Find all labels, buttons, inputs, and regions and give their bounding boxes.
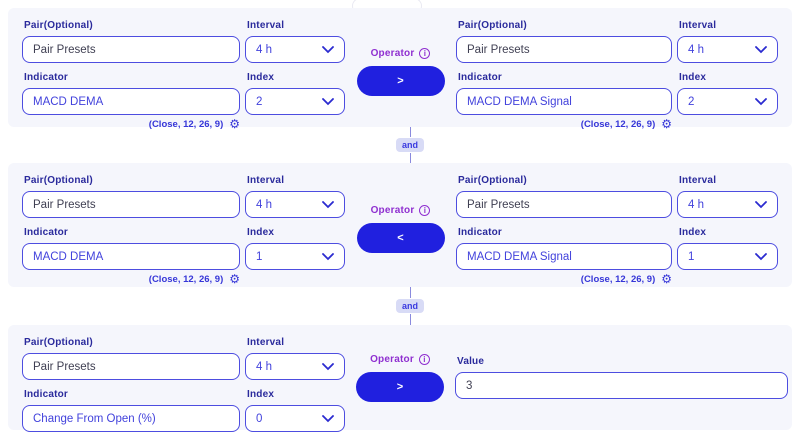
- indicator-params-text: (Close, 12, 26, 9): [580, 118, 656, 130]
- index-label: Index: [679, 72, 707, 83]
- pair-label: Pair(Optional): [24, 337, 93, 348]
- connector-line: [409, 153, 411, 163]
- interval-label: Interval: [679, 20, 717, 31]
- chevron-down-icon: [322, 45, 334, 53]
- pair-label: Pair(Optional): [24, 20, 93, 31]
- pair-label: Pair(Optional): [24, 175, 93, 186]
- left-operand-group: Pair(Optional) Pair Presets Indicator MA…: [8, 163, 345, 287]
- operator-column: Operator i >: [345, 8, 456, 127]
- pair-presets-input[interactable]: Pair Presets: [22, 353, 240, 380]
- index-select[interactable]: 2: [677, 88, 778, 115]
- indicator-input[interactable]: MACD DEMA Signal: [456, 243, 672, 270]
- chevron-down-icon: [322, 252, 334, 260]
- indicator-params: (Close, 12, 26, 9) ⚙: [22, 118, 240, 130]
- and-chip[interactable]: and: [395, 299, 424, 313]
- index-select[interactable]: 2: [245, 88, 345, 115]
- indicator-params-text: (Close, 12, 26, 9): [580, 273, 656, 285]
- chevron-down-icon: [322, 362, 334, 370]
- info-icon[interactable]: i: [419, 205, 431, 216]
- pair-presets-input[interactable]: Pair Presets: [22, 191, 240, 218]
- indicator-params: (Close, 12, 26, 9) ⚙: [456, 273, 672, 285]
- operator-label: Operator i: [371, 47, 431, 59]
- indicator-label: Indicator: [24, 227, 69, 238]
- indicator-label: Indicator: [24, 389, 69, 400]
- indicator-label: Indicator: [24, 72, 69, 83]
- interval-label: Interval: [247, 20, 285, 31]
- indicator-params: (Close, 12, 26, 9) ⚙: [22, 273, 240, 285]
- chevron-down-icon: [755, 252, 767, 260]
- indicator-label: Indicator: [458, 227, 503, 238]
- chevron-down-icon: [322, 200, 334, 208]
- index-label: Index: [679, 227, 707, 238]
- connector-line: [409, 287, 411, 298]
- value-input[interactable]: 3: [455, 372, 788, 399]
- right-operand-group: Pair(Optional) Pair Presets Indicator MA…: [456, 163, 792, 287]
- interval-label: Interval: [679, 175, 717, 186]
- index-label: Index: [247, 72, 275, 83]
- indicator-input[interactable]: Change From Open (%): [22, 405, 240, 432]
- pair-presets-input[interactable]: Pair Presets: [456, 191, 672, 218]
- chevron-down-icon: [755, 45, 767, 53]
- condition-connector: and: [10, 127, 800, 163]
- interval-select[interactable]: 4 h: [245, 353, 345, 380]
- pair-presets-input[interactable]: Pair Presets: [22, 36, 240, 63]
- pair-presets-input[interactable]: Pair Presets: [456, 36, 672, 63]
- and-chip[interactable]: and: [395, 138, 424, 152]
- interval-select[interactable]: 4 h: [245, 191, 345, 218]
- index-select[interactable]: 1: [677, 243, 778, 270]
- chevron-down-icon: [755, 200, 767, 208]
- left-operand-group: Pair(Optional) Pair Presets Indicator Ch…: [8, 325, 345, 432]
- interval-label: Interval: [247, 337, 285, 348]
- index-select[interactable]: 1: [245, 243, 345, 270]
- operator-button[interactable]: >: [356, 65, 445, 96]
- chevron-down-icon: [322, 97, 334, 105]
- indicator-input[interactable]: MACD DEMA Signal: [456, 88, 672, 115]
- condition-row-2: Pair(Optional) Pair Presets Indicator MA…: [8, 163, 792, 287]
- indicator-params-text: (Close, 12, 26, 9): [148, 118, 224, 130]
- value-label: Value: [457, 356, 485, 367]
- gear-icon[interactable]: ⚙: [661, 272, 672, 286]
- operator-column: Operator i <: [345, 163, 456, 287]
- operator-button[interactable]: >: [356, 371, 444, 402]
- info-icon[interactable]: i: [419, 47, 431, 59]
- index-label: Index: [247, 227, 275, 238]
- left-operand-group: Pair(Optional) Pair Presets Indicator MA…: [8, 8, 345, 130]
- connector-line: [409, 127, 411, 137]
- indicator-label: Indicator: [458, 72, 503, 83]
- operator-label: Operator i: [370, 353, 430, 365]
- index-label: Index: [247, 389, 275, 400]
- gear-icon[interactable]: ⚙: [229, 117, 240, 131]
- condition-connector: and: [10, 287, 800, 325]
- condition-row-3: Pair(Optional) Pair Presets Indicator Ch…: [8, 325, 792, 432]
- chevron-down-icon: [755, 97, 767, 105]
- interval-select[interactable]: 4 h: [677, 191, 778, 218]
- right-operand-group: Pair(Optional) Pair Presets Indicator MA…: [456, 8, 792, 130]
- interval-select[interactable]: 4 h: [677, 36, 778, 63]
- operator-label: Operator i: [371, 205, 431, 216]
- info-icon[interactable]: i: [418, 353, 430, 365]
- gear-icon[interactable]: ⚙: [229, 272, 240, 286]
- condition-row-1: Pair(Optional) Pair Presets Indicator MA…: [8, 8, 792, 130]
- chevron-down-icon: [322, 414, 334, 422]
- pair-label: Pair(Optional): [458, 20, 527, 31]
- pair-label: Pair(Optional): [458, 175, 527, 186]
- indicator-input[interactable]: MACD DEMA: [22, 243, 240, 270]
- operator-column: Operator i >: [345, 325, 455, 430]
- gear-icon[interactable]: ⚙: [661, 117, 672, 131]
- value-group: Value 3: [455, 325, 792, 430]
- indicator-params-text: (Close, 12, 26, 9): [148, 273, 224, 285]
- indicator-params: (Close, 12, 26, 9) ⚙: [456, 118, 672, 130]
- interval-select[interactable]: 4 h: [245, 36, 345, 63]
- index-select[interactable]: 0: [245, 405, 345, 432]
- indicator-input[interactable]: MACD DEMA: [22, 88, 240, 115]
- connector-line: [409, 314, 411, 325]
- operator-button[interactable]: <: [356, 223, 445, 253]
- interval-label: Interval: [247, 175, 285, 186]
